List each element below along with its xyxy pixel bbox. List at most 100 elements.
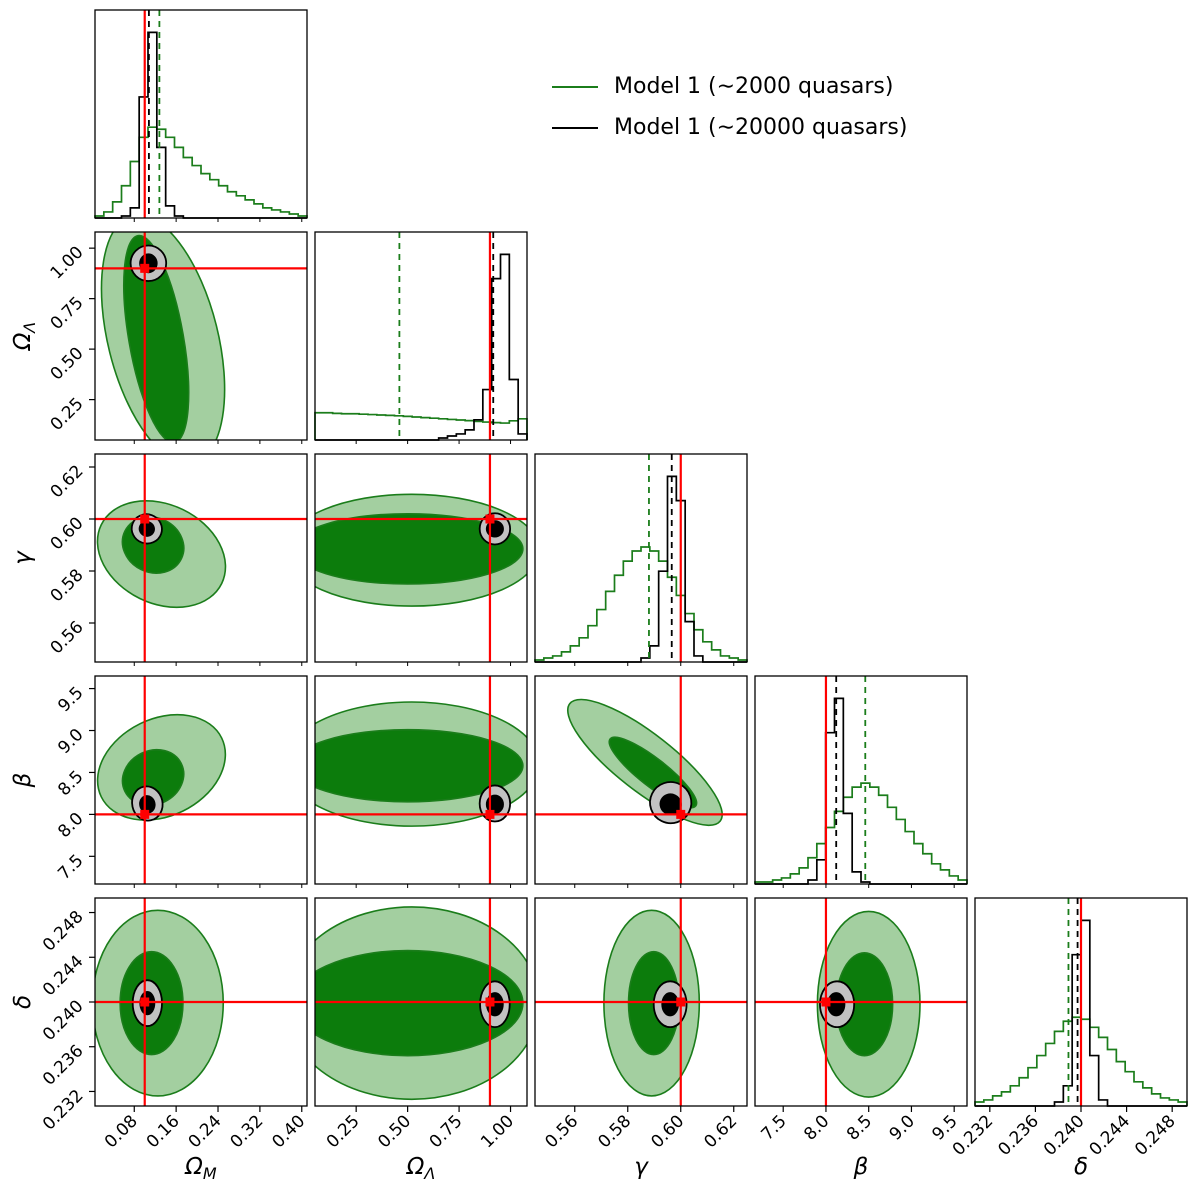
x-axis-label-beta: β xyxy=(853,1154,869,1180)
panel-border xyxy=(534,675,748,885)
panel-border xyxy=(314,675,528,885)
truth-marker xyxy=(140,997,150,1007)
panel-border xyxy=(94,675,308,885)
y-axis-label-gamma: γ xyxy=(10,550,36,565)
x-tick-label: 0.58 xyxy=(594,1111,635,1152)
legend-line-black-icon xyxy=(552,126,598,129)
contour-1sigma-black xyxy=(661,992,679,1017)
truth-marker xyxy=(676,997,686,1007)
legend-label: Model 1 (∼2000 quasars) xyxy=(614,74,894,99)
contour-1sigma-green xyxy=(315,513,524,585)
panel-border xyxy=(314,231,528,441)
legend-item-model1-20000: Model 1 (∼20000 quasars) xyxy=(552,115,907,140)
y-tick-label: 0.60 xyxy=(47,513,88,554)
x-tick-label: 0.24 xyxy=(185,1111,226,1152)
y-tick-label: 0.236 xyxy=(39,1041,88,1090)
panel-border xyxy=(94,9,308,219)
x-tick-label: 0.25 xyxy=(323,1111,364,1152)
x-tick-label: 0.40 xyxy=(268,1111,309,1152)
x-axis-label-gamma: γ xyxy=(634,1154,649,1180)
x-tick-label: 0.244 xyxy=(1086,1111,1135,1160)
y-axis-label-omega_lambda: ΩΛ xyxy=(10,322,39,352)
y-tick-label: 7.5 xyxy=(54,851,87,884)
y-tick-label: 9.5 xyxy=(54,683,87,716)
panel-delta-vs-beta xyxy=(754,897,968,1107)
truth-marker xyxy=(140,263,150,273)
panel-delta-vs-omega_m xyxy=(94,897,308,1107)
x-tick-label: 0.50 xyxy=(374,1111,415,1152)
panel-gamma-vs-omega_m xyxy=(94,453,308,666)
y-tick-label: 0.58 xyxy=(47,565,88,606)
hist-omega_m xyxy=(94,9,308,222)
histogram-green xyxy=(754,782,968,884)
x-tick-label: 9.0 xyxy=(886,1111,919,1144)
panel-omega_lambda-vs-omega_m xyxy=(94,231,308,444)
y-axis-label-delta: δ xyxy=(10,995,36,1009)
y-tick-label: 0.248 xyxy=(39,907,88,956)
x-tick-label: 1.00 xyxy=(477,1111,518,1152)
panel-delta-vs-omega_lambda xyxy=(314,897,528,1107)
x-axis-label-omega_m: ΩM xyxy=(184,1154,217,1183)
truth-marker xyxy=(676,809,686,819)
y-axis-label-beta: β xyxy=(10,773,36,789)
x-tick-label: 0.75 xyxy=(426,1111,467,1152)
legend-label: Model 1 (∼20000 quasars) xyxy=(614,115,908,140)
panel-border xyxy=(94,231,308,441)
legend-item-model1-2000: Model 1 (∼2000 quasars) xyxy=(552,74,907,99)
panel-beta-vs-gamma xyxy=(534,675,748,888)
panel-beta-vs-omega_lambda xyxy=(314,675,528,888)
truth-marker xyxy=(485,809,495,819)
y-tick-label: 9.0 xyxy=(54,725,87,758)
y-tick-label: 0.56 xyxy=(47,617,88,658)
x-tick-label: 0.08 xyxy=(101,1111,142,1152)
x-tick-label: 0.236 xyxy=(994,1111,1043,1160)
x-tick-label: 0.248 xyxy=(1131,1111,1180,1160)
x-tick-label: 0.232 xyxy=(949,1111,998,1160)
panel-gamma-vs-omega_lambda xyxy=(314,453,528,666)
legend: Model 1 (∼2000 quasars) Model 1 (∼20000 … xyxy=(552,74,907,140)
panel-border xyxy=(94,453,308,663)
contour-1sigma-green xyxy=(315,728,524,803)
hist-beta xyxy=(754,675,968,888)
truth-marker xyxy=(140,809,150,819)
panel-border xyxy=(534,453,748,663)
truth-marker xyxy=(485,514,495,524)
contour-1sigma-green xyxy=(123,234,190,440)
panel-border xyxy=(314,453,528,663)
y-tick-label: 1.00 xyxy=(47,243,88,284)
legend-line-green-icon xyxy=(552,85,598,88)
y-tick-label: 0.240 xyxy=(39,996,88,1045)
hist-omega_lambda xyxy=(314,231,528,444)
y-tick-label: 0.62 xyxy=(47,461,88,502)
x-tick-label: 7.5 xyxy=(757,1111,790,1144)
x-tick-label: 8.5 xyxy=(843,1111,876,1144)
y-tick-label: 0.244 xyxy=(39,952,88,1001)
hist-delta xyxy=(974,897,1188,1107)
x-axis-label-omega_lambda: ΩΛ xyxy=(406,1154,436,1183)
hist-gamma xyxy=(534,453,748,666)
panel-border xyxy=(754,897,968,1107)
panel-border xyxy=(754,675,968,885)
x-tick-label: 0.62 xyxy=(700,1111,741,1152)
truth-marker xyxy=(140,514,150,524)
panel-beta-vs-omega_m xyxy=(94,675,308,888)
panel-delta-vs-gamma xyxy=(534,897,748,1107)
y-tick-label: 8.5 xyxy=(54,767,87,800)
truth-marker xyxy=(821,997,831,1007)
histogram-green xyxy=(94,126,308,218)
panel-border xyxy=(314,897,528,1107)
contour-1sigma-green xyxy=(315,949,524,1057)
panel-border xyxy=(534,897,748,1107)
x-tick-label: 0.56 xyxy=(541,1111,582,1152)
y-tick-label: 0.50 xyxy=(47,344,88,385)
x-tick-label: 0.60 xyxy=(647,1111,688,1152)
y-tick-label: 0.232 xyxy=(39,1086,88,1135)
histogram-green xyxy=(534,546,748,662)
y-tick-label: 8.0 xyxy=(54,809,87,842)
x-tick-label: 0.32 xyxy=(227,1111,268,1152)
truth-marker xyxy=(485,997,495,1007)
x-tick-label: 8.0 xyxy=(800,1111,833,1144)
y-tick-label: 0.75 xyxy=(47,293,88,334)
